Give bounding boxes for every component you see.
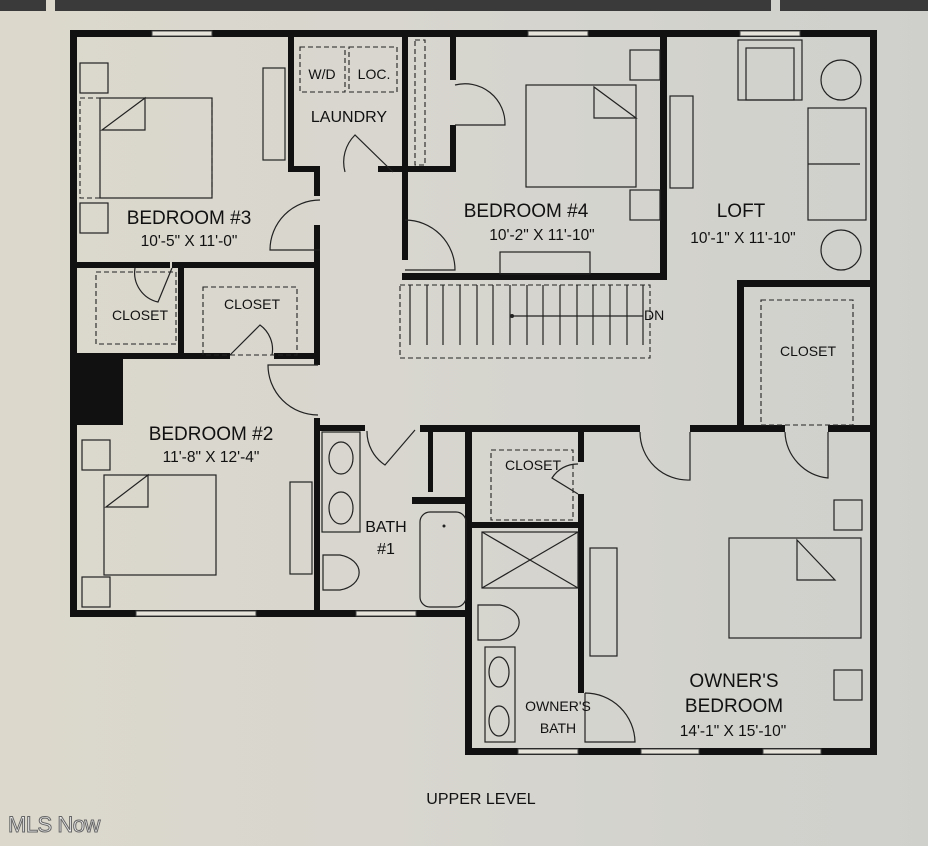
bedroom3-furniture — [79, 62, 286, 234]
bedroom2-dims: 11'-8" X 12'-4" — [163, 449, 260, 466]
plan-title: UPPER LEVEL — [426, 791, 536, 808]
owners-bath-name-line2: BATH — [540, 720, 576, 736]
loft-furniture — [669, 39, 867, 271]
exterior-walls — [70, 30, 877, 755]
closet-shelves — [95, 271, 854, 521]
windows — [135, 30, 822, 755]
closet-b3-label: CLOSET — [112, 307, 168, 323]
owners-bath-name-line1: OWNER'S — [525, 698, 591, 714]
watermark: MLS Now — [8, 812, 101, 838]
stairs-down-label: DN — [644, 307, 664, 323]
loft-name: LOFT — [717, 201, 766, 222]
owners-bath-fixtures — [477, 531, 579, 743]
loft-dims: 10'-1" X 11'-10" — [690, 230, 795, 247]
bedroom4-furniture — [414, 39, 661, 275]
owners-bedroom-furniture — [589, 499, 863, 701]
doors — [134, 83, 829, 743]
laundry-wd-label: W/D — [308, 66, 335, 82]
bedroom4-name: BEDROOM #4 — [464, 201, 589, 222]
owners-bedroom-dims: 14'-1" X 15'-10" — [680, 723, 787, 740]
laundry-loc-label: LOC. — [358, 66, 391, 82]
closet-b2-label: CLOSET — [224, 296, 280, 312]
bedroom3-dims: 10'-5" X 11'-0" — [141, 233, 238, 250]
bedroom4-dims: 10'-2" X 11'-10" — [489, 227, 594, 244]
bedroom2-furniture — [81, 439, 313, 608]
closet-owner-label: CLOSET — [780, 343, 836, 359]
owners-bedroom-name-line1: OWNER'S — [689, 671, 778, 692]
bedroom2-name: BEDROOM #2 — [149, 424, 274, 445]
interior-walls — [70, 30, 877, 693]
bedroom3-name: BEDROOM #3 — [127, 208, 252, 229]
room-labels: BEDROOM #3 10'-5" X 11'-0" W/D LOC. LAUN… — [112, 66, 836, 740]
laundry-fixtures — [299, 46, 398, 93]
bath1-fixtures — [321, 431, 467, 608]
owners-bedroom-name-line2: BEDROOM — [685, 696, 783, 717]
bath1-name-line1: BATH — [365, 519, 406, 536]
photo-top-edge — [0, 0, 928, 12]
stairs — [399, 284, 651, 359]
laundry-name: LAUNDRY — [311, 109, 388, 126]
bath1-name-line2: #1 — [377, 541, 395, 558]
closet-hall-label: CLOSET — [505, 457, 561, 473]
